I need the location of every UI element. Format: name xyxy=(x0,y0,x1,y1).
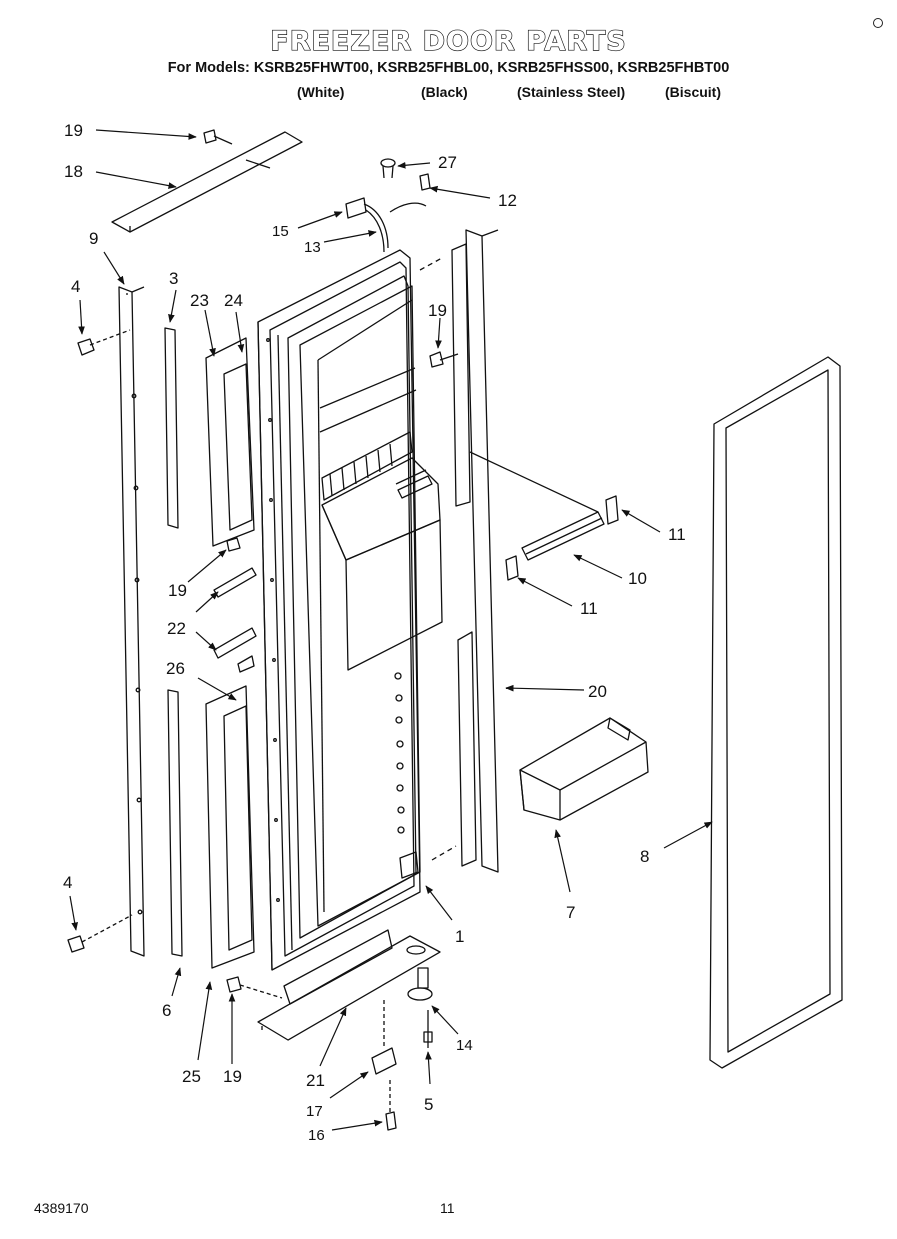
part-hinge-pin xyxy=(407,967,433,1001)
callout-25: 25 xyxy=(182,1067,201,1086)
callout-16: 16 xyxy=(308,1127,325,1144)
callout-17: 17 xyxy=(306,1103,323,1120)
callout-11-lower: 11 xyxy=(580,599,598,618)
callout-19-top: 19 xyxy=(64,121,83,140)
part-screw-upper-left xyxy=(77,329,131,356)
callout-10: 10 xyxy=(628,569,647,588)
part-top-trim xyxy=(111,131,303,233)
part-right-side-trim xyxy=(419,229,499,873)
callout-6: 6 xyxy=(162,1001,171,1020)
part-brackets xyxy=(213,567,257,673)
callout-14: 14 xyxy=(456,1037,473,1054)
callout-24: 24 xyxy=(224,291,243,310)
callout-20: 20 xyxy=(588,682,607,701)
part-screw-lower-left xyxy=(67,914,133,953)
callout-3: 3 xyxy=(169,269,178,288)
callout-4-upper: 4 xyxy=(71,277,80,296)
part-door-gasket xyxy=(709,356,843,1069)
part-bottom-trim xyxy=(257,929,441,1041)
part-vertical-strip-lower xyxy=(167,689,183,957)
callout-26: 26 xyxy=(166,659,185,678)
part-screw-16 xyxy=(385,1080,397,1131)
part-screw-5 xyxy=(423,1010,433,1048)
callout-11-upper: 11 xyxy=(668,525,686,544)
document-number: 4389170 xyxy=(34,1200,89,1216)
callout-5: 5 xyxy=(424,1095,433,1114)
page-number: 11 xyxy=(440,1200,455,1216)
callout-8: 8 xyxy=(640,847,649,866)
callout-1: 1 xyxy=(455,927,464,946)
part-end-cap-upper xyxy=(605,495,619,525)
callout-4-lower: 4 xyxy=(63,873,72,892)
callout-7: 7 xyxy=(566,903,575,922)
callout-23: 23 xyxy=(190,291,209,310)
part-door-liner xyxy=(257,249,443,971)
part-upper-panel xyxy=(205,337,255,547)
corner-hole-mark xyxy=(873,18,883,28)
callout-22: 22 xyxy=(167,619,186,638)
part-screw-top xyxy=(203,129,233,145)
callout-13: 13 xyxy=(304,239,321,256)
part-plug-27 xyxy=(380,158,396,179)
part-left-side-trim xyxy=(118,286,145,957)
callout-12: 12 xyxy=(498,191,517,210)
callout-18: 18 xyxy=(64,162,83,181)
part-door-bin xyxy=(519,717,649,821)
callout-15: 15 xyxy=(272,223,289,240)
callout-19-bottom: 19 xyxy=(223,1067,242,1086)
callout-19-right: 19 xyxy=(428,301,447,320)
part-wire-harness xyxy=(345,197,427,253)
part-end-cap-lower xyxy=(505,555,519,581)
callout-27: 27 xyxy=(438,153,457,172)
diagram-title: FREEZER DOOR PARTS xyxy=(270,25,627,57)
part-clip-12 xyxy=(419,173,431,191)
leader-lines xyxy=(69,129,713,1131)
color-label-black: (Black) xyxy=(421,84,468,100)
part-lower-panel xyxy=(205,685,255,969)
models-line: For Models: KSRB25FHWT00, KSRB25FHBL00, … xyxy=(167,60,730,76)
callout-21: 21 xyxy=(306,1071,325,1090)
callout-labels: 19 18 9 4 3 23 24 15 13 27 12 19 11 10 1… xyxy=(63,121,686,1144)
callout-9: 9 xyxy=(89,229,98,248)
part-screw-right xyxy=(429,351,459,368)
color-label-biscuit: (Biscuit) xyxy=(665,84,721,100)
part-screw-mid xyxy=(226,537,241,552)
part-hinge-bracket xyxy=(371,1000,397,1075)
color-label-white: (White) xyxy=(297,84,345,100)
part-vertical-strip-upper xyxy=(164,327,179,529)
part-screw-bottom-left xyxy=(226,976,283,999)
callout-19-mid: 19 xyxy=(168,581,187,600)
part-rail xyxy=(469,451,605,561)
color-label-stainless: (Stainless Steel) xyxy=(517,84,626,100)
